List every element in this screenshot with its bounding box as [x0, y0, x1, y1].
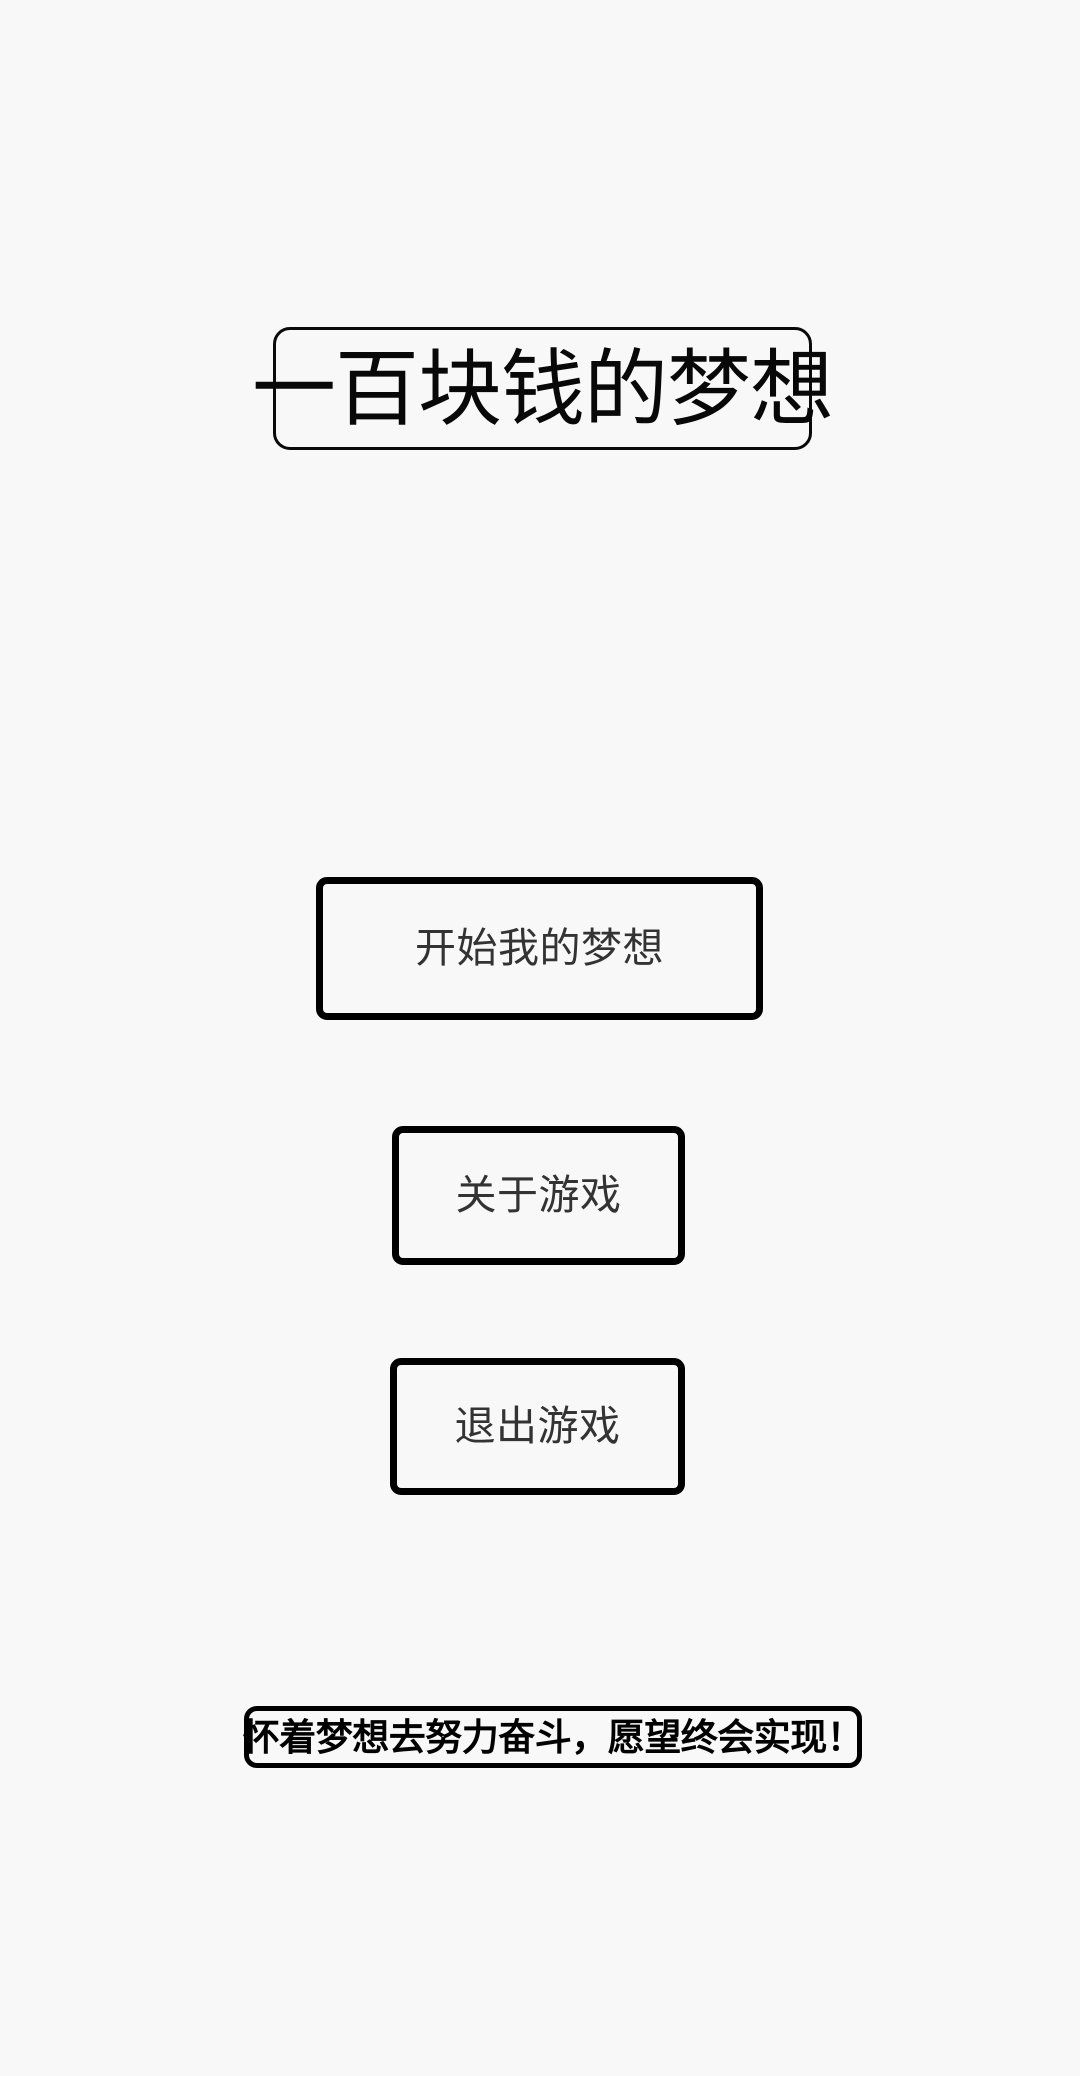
about-game-button[interactable]: 关于游戏 — [392, 1126, 685, 1265]
game-title-frame — [273, 327, 812, 450]
start-game-button-label: 开始我的梦想 — [415, 924, 664, 972]
quit-game-button-label: 退出游戏 — [454, 1402, 621, 1450]
about-game-button-label: 关于游戏 — [455, 1171, 622, 1219]
game-title: 一百块钱的梦想 — [252, 339, 834, 438]
tagline-frame — [244, 1706, 862, 1768]
start-game-button[interactable]: 开始我的梦想 — [316, 877, 763, 1020]
quit-game-button[interactable]: 退出游戏 — [390, 1358, 685, 1495]
tagline-text: 怀着梦想去努力奋斗，愿望终会实现！ — [242, 1715, 864, 1759]
